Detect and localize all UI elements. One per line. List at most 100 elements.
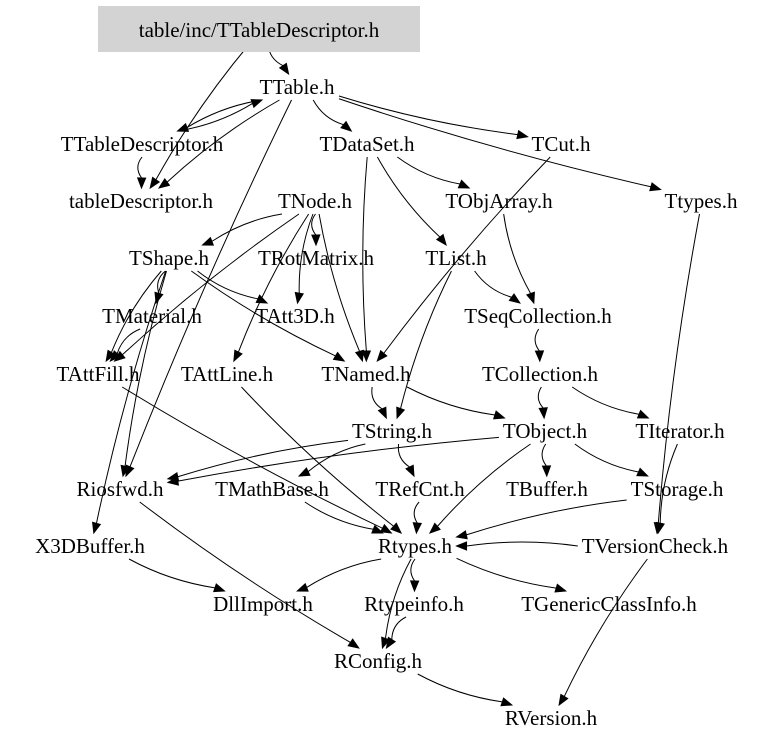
edge-rtypes-to-tgenericclassinfo <box>456 557 557 589</box>
edge-tversioncheck-to-rtypes <box>466 541 578 547</box>
node-tatt3d[interactable]: TAtt3D.h <box>255 304 335 328</box>
edge-tnode-to-trotmatrix <box>311 213 317 236</box>
node-trotmatrix[interactable]: TRotMatrix.h <box>258 246 375 270</box>
node-tmathbase[interactable]: TMathBase.h <box>215 477 329 501</box>
node-tshape[interactable]: TShape.h <box>129 246 209 270</box>
node-rtypeinfo[interactable]: Rtypeinfo.h <box>364 592 464 616</box>
node-ttypes[interactable]: Ttypes.h <box>665 189 738 213</box>
arrowhead-tlist-to-tseqcoll <box>508 293 521 304</box>
node-tgenericclassinfo[interactable]: TGenericClassInfo.h <box>521 592 697 616</box>
arrowhead-tshape-to-tnamed <box>332 351 346 362</box>
node-root[interactable]: table/inc/TTableDescriptor.h <box>139 18 380 42</box>
arrowhead-x3dbuffer-to-dllimport <box>213 583 226 593</box>
edge-tobject-to-riosfwd <box>177 436 499 482</box>
arrowhead-rtypes-to-dllimport <box>296 582 309 592</box>
arrowhead-tversioncheck-to-rtypes <box>455 541 468 551</box>
arrowhead-titerator-to-tversioncheck <box>655 521 665 535</box>
node-rtypes[interactable]: Rtypes.h <box>378 534 453 558</box>
edge-tnode-to-tatt3d <box>298 213 314 294</box>
node-tversioncheck[interactable]: TVersionCheck.h <box>582 534 729 558</box>
arrowhead-ttable-to-ttypes <box>649 182 662 192</box>
node-ttable[interactable]: TTable.h <box>260 75 335 99</box>
edge-tnode-to-tnamed <box>318 213 361 352</box>
edge-x3dbuffer-to-dllimport <box>128 558 216 589</box>
node-tcollection[interactable]: TCollection.h <box>482 362 599 386</box>
arrowhead-tdataset-to-tlist <box>435 233 447 247</box>
node-tattfill[interactable]: TAttFill.h <box>57 362 140 386</box>
arrowhead-tstorage-to-rtypes <box>455 530 468 540</box>
arrowhead-tnamed-to-tstring <box>377 406 387 420</box>
arrowhead-trefcnt-to-rtypes <box>412 522 423 535</box>
edge-tnamed-to-tstring <box>371 386 383 410</box>
arrowhead-rtypes-to-rconfig <box>381 636 391 650</box>
edge-tnode-to-tattfill <box>122 213 300 356</box>
arrowhead-tobject-to-tstorage <box>636 467 649 477</box>
edges <box>92 42 701 707</box>
edge-tcut-to-tnamed <box>383 156 551 354</box>
node-trefcnt[interactable]: TRefCnt.h <box>375 477 465 501</box>
edge-tmaterial-to-tattfill <box>116 328 141 354</box>
arrowhead-tshape-to-tattfill <box>105 349 116 363</box>
edge-tdataset-to-tnamed <box>362 156 368 352</box>
edge-rtypeinfo-to-rconfig <box>391 616 407 640</box>
node-tobjarray[interactable]: TObjArray.h <box>445 189 553 213</box>
node-titerator[interactable]: TIterator.h <box>635 419 725 443</box>
node-tseqcollection[interactable]: TSeqCollection.h <box>464 304 612 328</box>
node-tmaterial[interactable]: TMaterial.h <box>102 304 202 328</box>
node-rconfig[interactable]: RConfig.h <box>334 649 423 673</box>
node-tcut[interactable]: TCut.h <box>532 132 591 156</box>
arrowhead-tdataset-to-tnamed <box>361 350 372 363</box>
arrowhead-tobject-to-riosfwd <box>166 476 179 486</box>
arrowhead-rconfig-to-rversion <box>500 697 514 707</box>
edge-tversioncheck-to-rversion <box>563 558 648 697</box>
node-rversion[interactable]: RVersion.h <box>505 706 598 730</box>
arrowhead-riosfwd-to-rconfig <box>347 638 360 649</box>
arrowhead-tnode-to-trotmatrix <box>311 234 321 247</box>
edge-tcollection-to-tobject <box>537 386 544 409</box>
arrowhead-tattfill-to-rtypes <box>379 523 393 534</box>
node-tlist[interactable]: TList.h <box>425 246 487 270</box>
node-ttabledescriptor[interactable]: TTableDescriptor.h <box>61 132 224 156</box>
arrowhead-rtypeinfo-to-rconfig <box>385 636 397 650</box>
node-tstring[interactable]: TString.h <box>352 419 432 443</box>
edge-tstring-to-riosfwd <box>177 439 349 478</box>
node-tabledescriptor[interactable]: tableDescriptor.h <box>69 189 214 213</box>
edge-tshape-to-tnamed <box>191 270 336 357</box>
edge-tlist-to-tseqcoll <box>474 270 512 298</box>
edge-rtypes-to-rconfig <box>384 558 412 639</box>
node-tobject[interactable]: TObject.h <box>503 419 588 443</box>
edge-tlist-to-tstring <box>400 270 452 409</box>
edge-tobject-to-rtypes <box>437 443 531 527</box>
edge-ttable-to-ttypes <box>338 98 652 188</box>
edge-rconfig-to-rversion <box>417 673 503 703</box>
node-tdataset[interactable]: TDataSet.h <box>319 132 415 156</box>
node-tbuffer[interactable]: TBuffer.h <box>506 477 588 501</box>
arrowhead-tcollection-to-titerator <box>636 409 650 419</box>
arrowhead-tnode-to-tshape <box>201 236 215 246</box>
arrowhead-tobject-to-rtypes <box>428 522 441 534</box>
node-tnode[interactable]: TNode.h <box>278 189 353 213</box>
edge-tdataset-to-tobjarray <box>397 156 461 185</box>
arrowhead-tversioncheck-to-rversion <box>558 693 569 707</box>
arrowhead-tstring-to-trefcnt <box>405 464 415 478</box>
arrowhead-tnode-to-tattline <box>233 349 243 363</box>
edge-rtypes-to-dllimport <box>306 558 382 588</box>
arrowhead-tattline-to-rtypes <box>390 522 403 534</box>
node-riosfwd[interactable]: Riosfwd.h <box>77 477 164 501</box>
root-node-box <box>98 6 420 52</box>
node-tattline[interactable]: TAttLine.h <box>181 362 274 386</box>
arrowhead-rtypes-to-rtypeinfo <box>409 580 420 593</box>
node-tstorage[interactable]: TStorage.h <box>631 477 724 501</box>
node-tnamed[interactable]: TNamed.h <box>321 362 411 386</box>
arrowhead-ttable-to-tdataset <box>340 120 353 132</box>
edge-tobjarray-to-tseqcoll <box>503 213 532 294</box>
node-dllimport[interactable]: DllImport.h <box>213 592 313 616</box>
arrowhead-tnode-to-tnamed <box>354 349 364 363</box>
edge-tobject-to-tbuffer <box>541 443 547 467</box>
edge-ttable-to-tdataset <box>312 99 344 126</box>
arrowhead-tseqcoll-to-tcollection <box>534 350 545 363</box>
arrowhead-tmathbase-to-rtypes <box>371 524 384 534</box>
node-x3dbuffer[interactable]: X3DBuffer.h <box>35 534 145 558</box>
edge-tshape-to-x3dbuffer <box>95 270 167 524</box>
arrowhead-tnode-to-tatt3d <box>294 291 304 305</box>
